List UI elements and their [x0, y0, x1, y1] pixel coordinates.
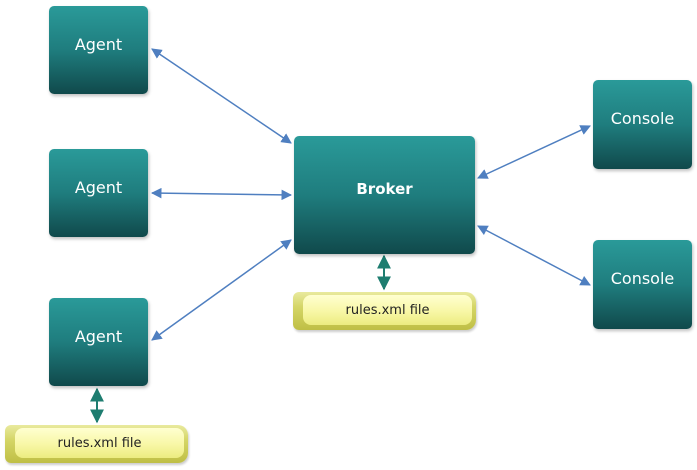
broker-rules-file[interactable]: rules.xml file [293, 292, 476, 330]
broker-node[interactable]: Broker [294, 136, 475, 254]
agent-node-3[interactable]: Agent [49, 298, 148, 386]
broker-console1-connector [477, 125, 591, 179]
console-node-1[interactable]: Console [593, 80, 692, 169]
file-label: rules.xml file [303, 295, 472, 325]
agent-label: Agent [74, 326, 123, 346]
agent-label: Agent [74, 177, 123, 197]
agent-node-2[interactable]: Agent [49, 149, 148, 237]
broker-console2-connector [477, 225, 591, 286]
agent-label: Agent [74, 34, 123, 54]
agent3-broker-connector [151, 239, 292, 341]
agent-node-1[interactable]: Agent [49, 6, 148, 94]
agent1-broker-connector [151, 48, 292, 144]
console-label: Console [610, 109, 675, 128]
broker-label: Broker [356, 180, 413, 198]
console-node-2[interactable]: Console [593, 240, 692, 329]
agent2-broker-connector [150, 187, 293, 201]
agent-rules-file[interactable]: rules.xml file [5, 425, 188, 463]
file-label: rules.xml file [15, 428, 184, 458]
console-label: Console [610, 269, 675, 288]
